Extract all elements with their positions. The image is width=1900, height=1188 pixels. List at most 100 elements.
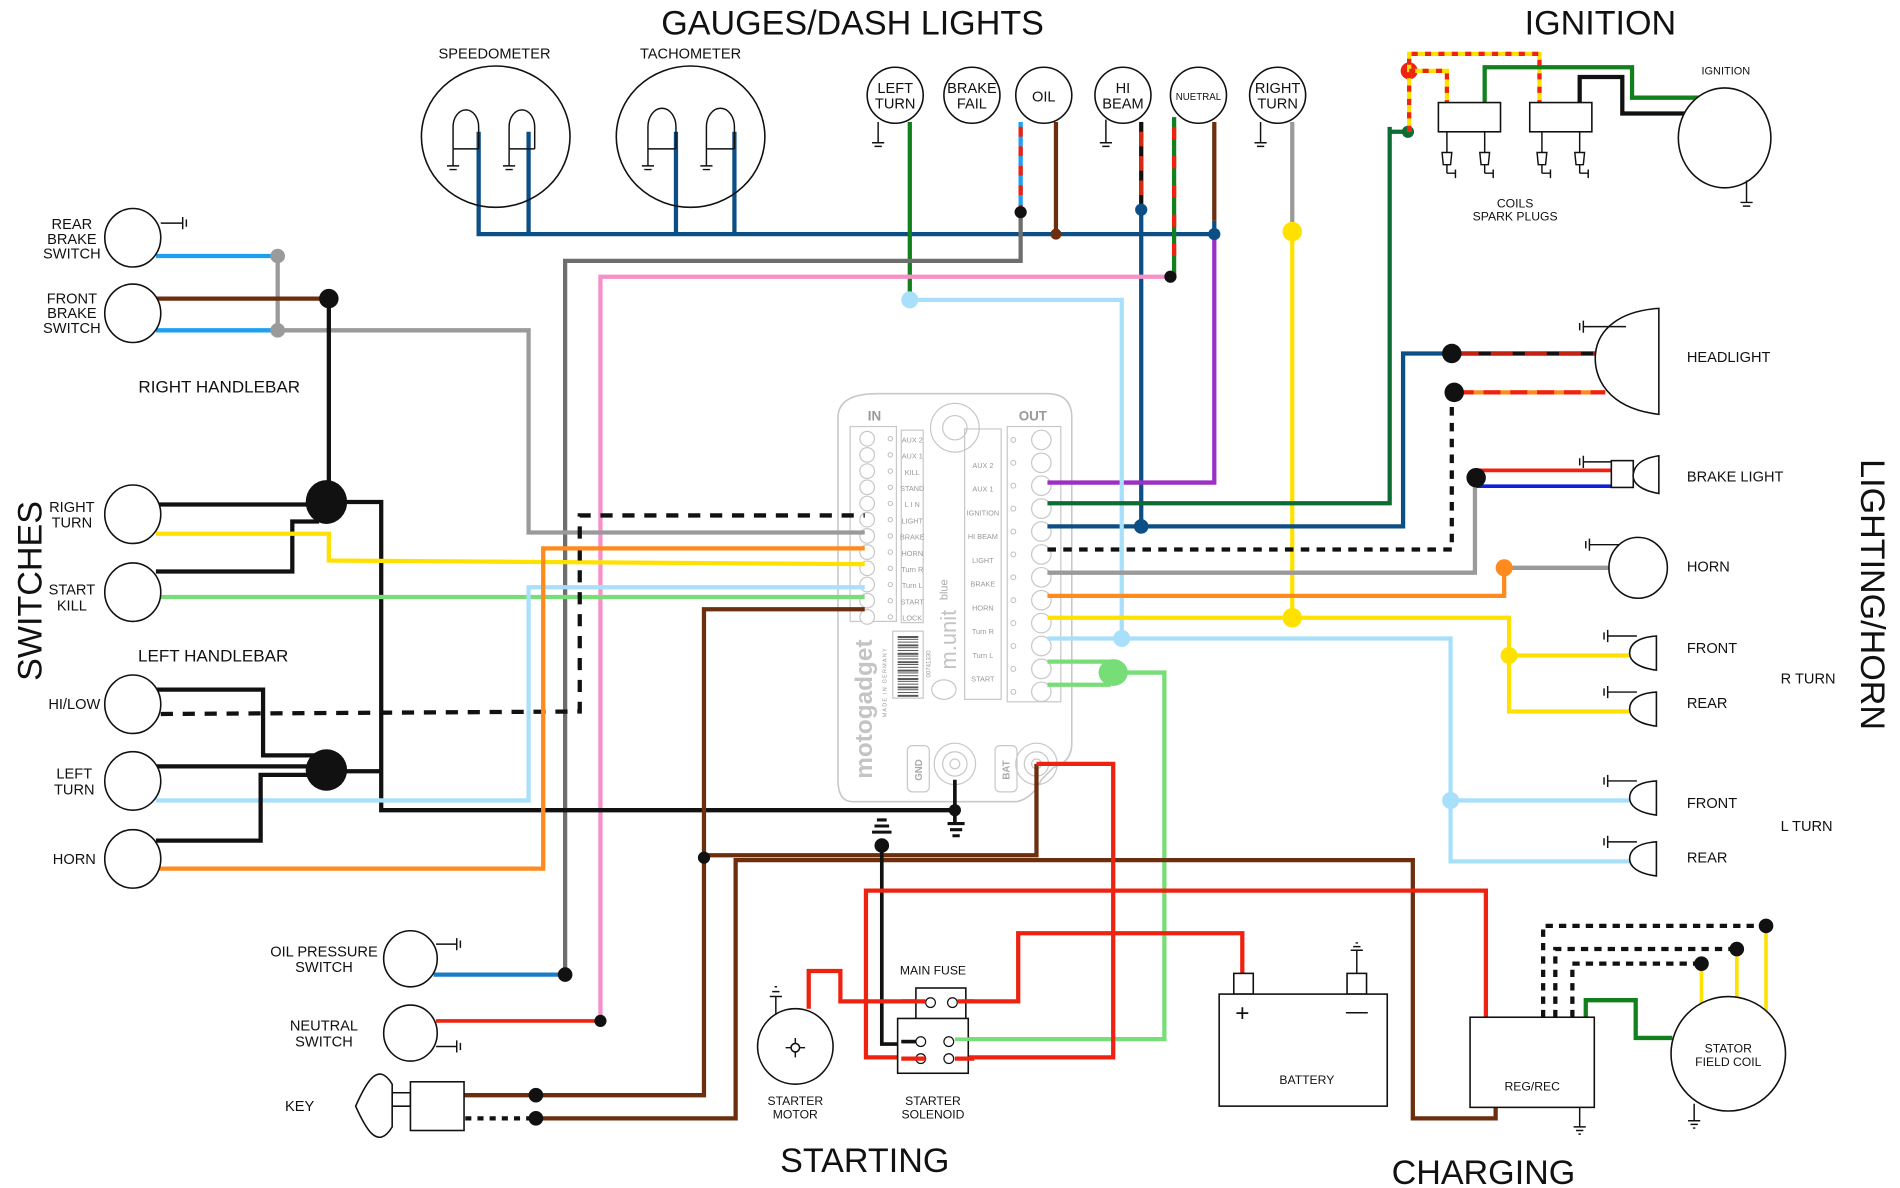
module-in-pin-label: Turn R (901, 565, 923, 574)
svg-text:BRAKE: BRAKE (947, 81, 997, 97)
svg-text:BEAM: BEAM (1102, 97, 1143, 113)
module-bat-label: BAT (1002, 760, 1013, 779)
module-in-pin-label: AUX 2 (902, 435, 923, 444)
section-title-gauges: GAUGES/DASH LIGHTS (661, 4, 1044, 42)
speedometer-label: SPEEDOMETER (438, 47, 550, 63)
l-front-label: FRONT (1687, 796, 1737, 812)
regrec-label: REG/REC (1504, 1079, 1560, 1093)
turn-signal-lamp (1603, 774, 1658, 816)
svg-text:SWITCH: SWITCH (43, 246, 101, 262)
module-in-pin-label: BRAKE (900, 533, 925, 542)
battery-label: BATTERY (1279, 1073, 1334, 1087)
junction-oil (1014, 206, 1027, 219)
wire-horn-out (1047, 567, 1507, 598)
switch-horn: HORN (53, 828, 162, 889)
svg-text:MOTOR: MOTOR (773, 1107, 818, 1121)
module-out-terminal (1030, 658, 1052, 680)
stator-field-coil: STATOR FIELD COIL (1670, 995, 1787, 1129)
module-out-pin-label: HORN (972, 603, 994, 612)
module-out-label: OUT (1019, 408, 1048, 423)
module-out-pin-label: Turn R (972, 627, 994, 636)
svg-text:FRONT: FRONT (47, 292, 97, 308)
module-in-label: IN (868, 408, 881, 423)
svg-text:OIL: OIL (1032, 89, 1056, 105)
wire-ignition (1047, 126, 1392, 506)
wire-turn-left-out (1047, 636, 1630, 864)
module-made-in: MADE IN GERMANY (883, 647, 889, 717)
wire-neutral-switch (598, 274, 1171, 1021)
svg-text:FIELD COIL: FIELD COIL (1695, 1055, 1761, 1069)
spark-plug-icon (1479, 131, 1494, 179)
wire-oil-pressure (562, 212, 1023, 975)
right-handlebar-label: RIGHT HANDLEBAR (138, 377, 300, 396)
svg-text:SWITCH: SWITCH (295, 960, 353, 976)
svg-text:REAR: REAR (52, 217, 93, 233)
indicator-right-turn: RIGHT TURN (1248, 66, 1307, 148)
module-out-terminal (1030, 544, 1052, 565)
module-out-pin-label: BRAKE (971, 580, 996, 589)
module-out-pin-label: IGNITION (967, 508, 999, 517)
svg-text:SWITCH: SWITCH (295, 1034, 353, 1050)
switch-rear-brake: REAR BRAKE SWITCH (43, 207, 188, 268)
module-out-terminal (1030, 498, 1052, 519)
svg-text:TURN: TURN (54, 782, 95, 798)
svg-text:LEFT: LEFT (877, 81, 913, 97)
switch-neutral: NEUTRAL SWITCH (290, 1004, 462, 1062)
brake-light: BRAKE LIGHT (1578, 454, 1784, 495)
svg-text:TURN: TURN (1257, 97, 1298, 113)
module-out-terminal (1030, 429, 1052, 451)
turn-signal-lamp (1603, 629, 1658, 672)
l-rear-label: REAR (1687, 851, 1728, 867)
module-serial: 00741330 (926, 650, 933, 678)
module-out-pin-label: START (971, 675, 995, 684)
headlight-label: HEADLIGHT (1687, 350, 1771, 366)
module-ground-symbols (872, 818, 965, 838)
wire-key-2 (535, 857, 1498, 1121)
svg-text:KILL: KILL (57, 598, 87, 614)
spark-plugs-label: SPARK PLUGS (1473, 210, 1558, 224)
key-label: KEY (285, 1099, 314, 1115)
module-variant: blue (939, 579, 951, 600)
svg-text:TURN: TURN (52, 516, 93, 532)
svg-text:FAIL: FAIL (957, 97, 987, 113)
module-out-terminal (1030, 521, 1052, 542)
svg-text:NEUTRAL: NEUTRAL (290, 1019, 358, 1035)
module-brand: motogadget (851, 639, 878, 778)
wire-hi-beam-headlight (1141, 351, 1452, 529)
svg-text:BRAKE: BRAKE (47, 306, 97, 322)
wire-left-turn-bus (909, 297, 1124, 639)
wire-left-turn-switch (155, 585, 865, 803)
svg-text:RIGHT: RIGHT (1255, 81, 1301, 97)
junction-left-handlebar (305, 749, 348, 791)
starter-motor: STARTER MOTOR (756, 986, 834, 1121)
battery: + — BATTERY (1218, 942, 1389, 1107)
switch-oil-pressure: OIL PRESSURE SWITCH (270, 929, 462, 988)
switch-right-turn: RIGHT TURN (49, 484, 162, 545)
section-title-charging: CHARGING (1392, 1154, 1576, 1188)
module-model: m.unit (936, 610, 961, 670)
svg-text:LEFT: LEFT (56, 767, 92, 783)
indicator-left-turn: LEFT TURN (866, 66, 924, 148)
key-switch: KEY (285, 1073, 465, 1138)
svg-text:STARTER: STARTER (768, 1094, 824, 1108)
switch-hi-low: HI/LOW (48, 674, 162, 735)
svg-text:RIGHT: RIGHT (49, 500, 95, 516)
module-in-pin-label: HORN (901, 549, 923, 558)
section-title-switches: SWITCHES (11, 501, 49, 681)
module-out-pin-label: HI BEAM (968, 532, 998, 541)
module-in-pin-label: STAND (900, 484, 924, 493)
module-out-terminal (1030, 566, 1052, 588)
tachometer-label: TACHOMETER (640, 47, 741, 63)
module-out-terminal (1030, 589, 1052, 611)
headlight: HEADLIGHT (1578, 307, 1771, 416)
svg-text:BRAKE: BRAKE (47, 232, 97, 248)
l-turn-label: L TURN (1781, 819, 1833, 835)
module-in-terminal (859, 430, 876, 447)
switch-start-kill: START KILL (49, 562, 162, 623)
brake-light-label: BRAKE LIGHT (1687, 469, 1784, 485)
solenoid-terminal-wires (901, 999, 975, 1061)
module-out-terminal (1030, 635, 1052, 657)
power-wires (806, 761, 1489, 1060)
ignition-coil-2 (1528, 101, 1593, 133)
